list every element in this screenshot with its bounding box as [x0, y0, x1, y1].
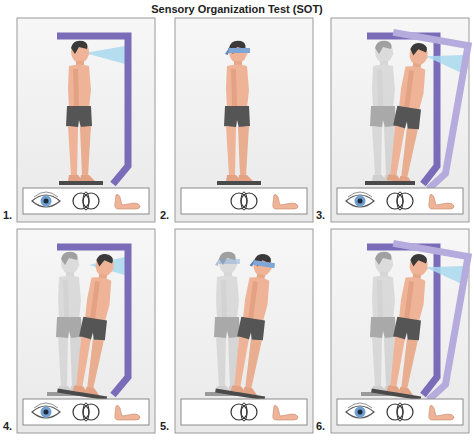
blindfold [249, 259, 275, 270]
callout-number: 3. [316, 209, 325, 221]
diagram-title: Sensory Organization Test (SOT) [151, 3, 323, 15]
subject-figure [385, 252, 436, 395]
condition-panel [331, 229, 469, 433]
sensory-icons [337, 188, 463, 214]
callout-number: 5. [160, 420, 169, 432]
subject-figure [385, 41, 436, 184]
subject-figure [224, 41, 253, 181]
visual-surround [57, 247, 128, 395]
sensory-icons [23, 399, 149, 425]
subject-figure [66, 41, 95, 181]
visual-surround [57, 36, 128, 184]
subject-figure [71, 252, 122, 395]
condition-panel [331, 18, 469, 222]
callout-number: 6. [316, 420, 325, 432]
condition-panel [175, 18, 313, 222]
visual-surround [368, 243, 469, 402]
callout-number: 2. [160, 209, 169, 221]
sensory-icons [23, 188, 149, 214]
blindfold [225, 48, 250, 55]
sensory-icons [181, 188, 307, 214]
visual-surround [368, 32, 469, 191]
callout-number: 1. [3, 209, 12, 221]
force-platform [59, 181, 103, 185]
condition-panel [17, 229, 155, 433]
callout-number: 4. [3, 420, 12, 432]
force-platform [365, 181, 415, 185]
condition-panel [175, 229, 313, 433]
sensory-icons [181, 399, 307, 425]
subject-figure [229, 252, 280, 395]
sensory-icons [337, 399, 463, 425]
force-platform [217, 181, 261, 185]
condition-panel [17, 18, 155, 222]
